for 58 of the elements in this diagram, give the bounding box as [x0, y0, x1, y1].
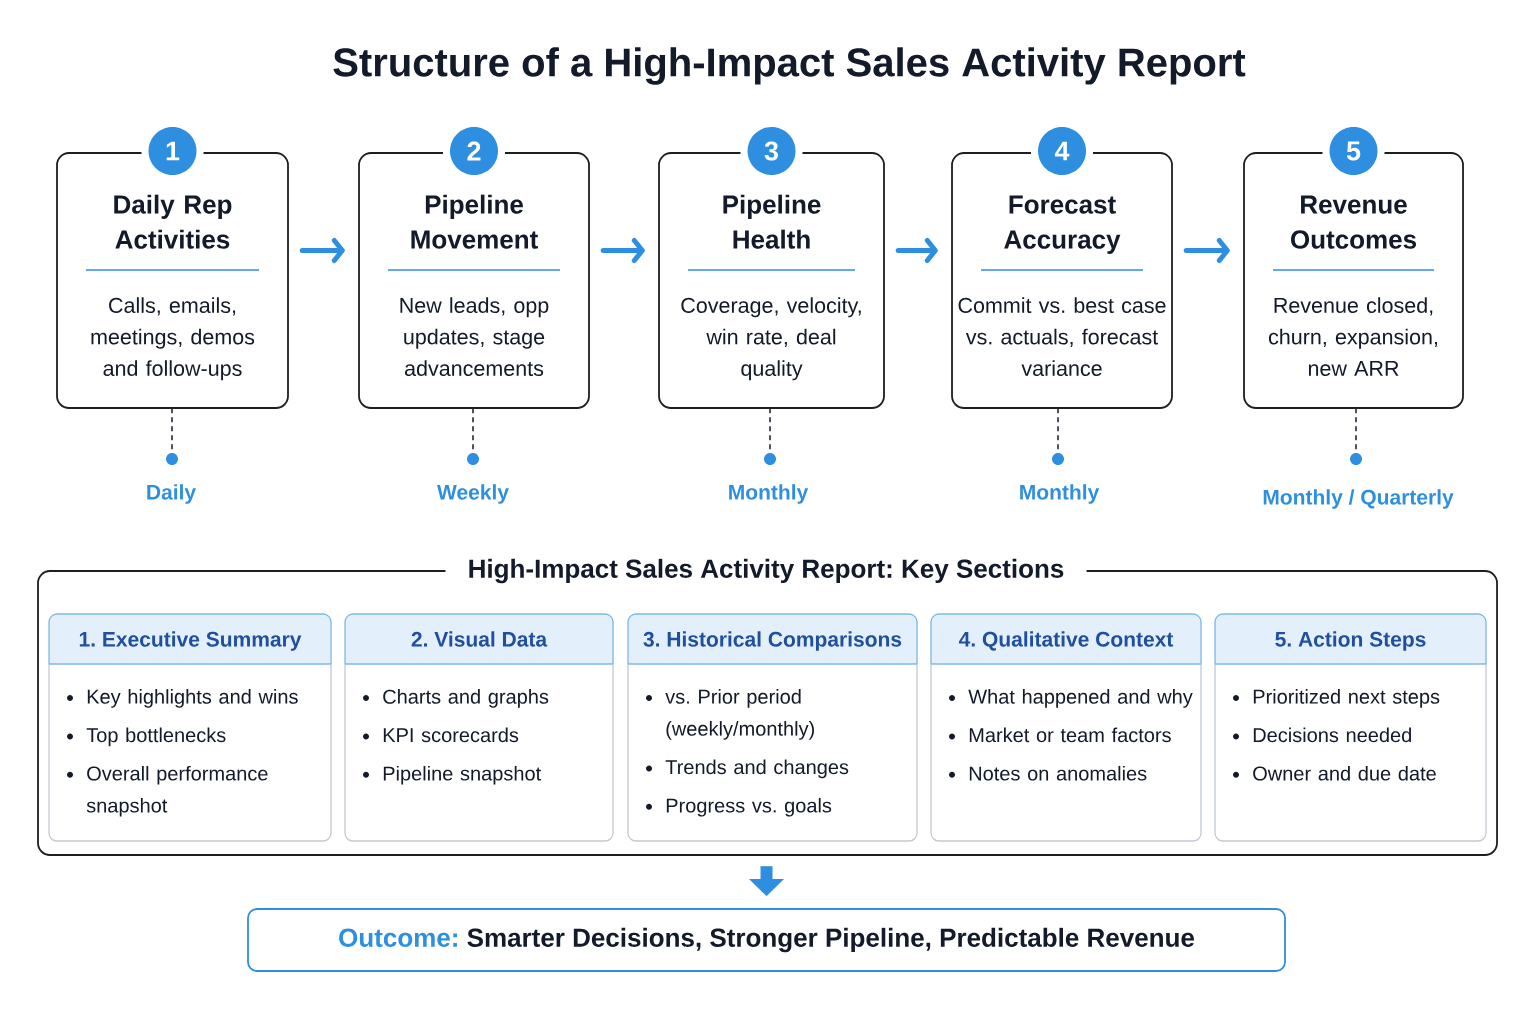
section-card	[1214, 613, 1487, 842]
section-card	[627, 613, 918, 842]
list-item: Notes on anomalies	[969, 765, 1147, 781]
stage-heading: Revenue Outcomes	[1291, 195, 1416, 249]
list-item: vs. Prior period (weekly/monthly)	[665, 689, 814, 740]
number-badge: 3	[747, 127, 796, 175]
diagram-title: Structure of a High-Impact Sales Activity Report	[333, 47, 1246, 85]
frequency-label: Monthly / Quarterly	[1263, 489, 1454, 509]
list-item: Top bottlenecks	[86, 727, 226, 747]
list-item: Overall performance snapshot	[86, 765, 268, 817]
card-header: 2. Visual Data	[344, 613, 614, 665]
stage-description: Commit vs. best case vs. actuals, forecast variance	[958, 297, 1166, 376]
number-badge: 4	[1038, 127, 1086, 175]
card-header: 5. Action Steps	[1214, 613, 1487, 665]
card-header: 4. Qualitative Context	[930, 613, 1202, 665]
list-item: What happened and why	[968, 689, 1193, 708]
list-item: Market or team factors	[969, 727, 1171, 743]
list-item: KPI scorecards	[383, 727, 519, 743]
list-item: Key highlights and wins	[87, 689, 298, 708]
card-header: 3. Historical Comparisons	[627, 613, 918, 665]
stage-card	[56, 127, 289, 409]
frequency-label: Monthly	[1020, 484, 1100, 504]
stage-description: Coverage, velocity, win rate, deal quality	[681, 297, 861, 381]
stage-heading: Pipeline Health	[723, 194, 821, 249]
stage-description: Calls, emails, meetings, demos and follow-ups	[91, 297, 255, 381]
list-item: Progress vs. goals	[666, 797, 832, 817]
number-badge: 2	[450, 127, 498, 175]
frequency-label: Monthly	[729, 484, 809, 504]
number-badge: 5	[1329, 127, 1378, 175]
stage-heading: Daily Rep Activities	[114, 194, 232, 249]
list-item: Charts and graphs	[383, 689, 549, 708]
section-card	[930, 613, 1202, 842]
list-item: Trends and changes	[665, 759, 849, 779]
list-item: Owner and due date	[1253, 765, 1436, 781]
section-card	[48, 613, 332, 842]
stage-heading: Pipeline Movement	[411, 194, 538, 249]
frequency-label: Daily	[147, 484, 196, 504]
frequency-label: Weekly	[437, 484, 509, 504]
stage-heading: Forecast Accuracy	[1004, 195, 1121, 254]
stage-description: Revenue closed, churn, expansion, new ARR	[1268, 297, 1437, 376]
list-item: Pipeline snapshot	[383, 765, 541, 785]
arrow	[895, 238, 938, 263]
list-item: Decisions needed	[1253, 727, 1411, 743]
stage-card	[1243, 127, 1464, 409]
section-card	[344, 613, 614, 842]
outcome-box: Outcome: Smarter Decisions, Stronger Pipeline, Predictable Revenue	[247, 908, 1286, 972]
arrow	[299, 238, 345, 263]
number-badge: 1	[148, 127, 197, 175]
section-heading: High-Impact Sales Activity Report: Key Sections	[469, 558, 1064, 584]
stage-description: New leads, opp updates, stage advancements	[400, 297, 549, 376]
section-frame	[37, 558, 1498, 856]
arrow	[600, 238, 645, 263]
card-header: 1. Executive Summary	[48, 613, 332, 665]
list-item: Prioritized next steps	[1253, 689, 1440, 708]
stage-card	[658, 127, 885, 409]
stage-card	[358, 127, 590, 409]
stage-card	[951, 127, 1173, 409]
arrow	[1183, 238, 1230, 263]
